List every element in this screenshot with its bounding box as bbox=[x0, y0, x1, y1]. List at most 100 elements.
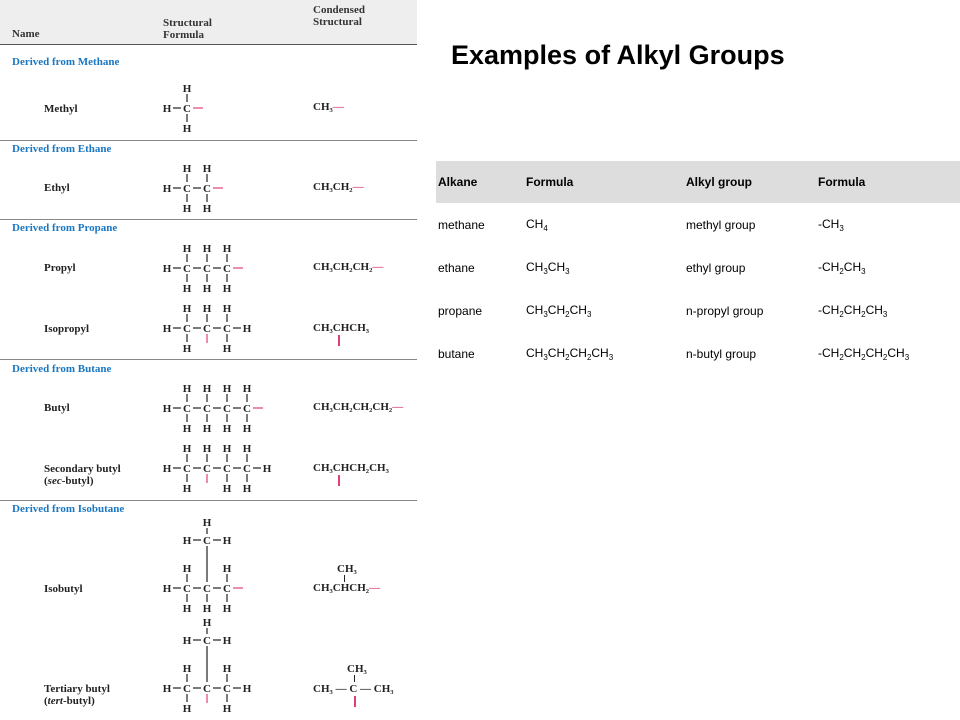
divider bbox=[0, 219, 417, 220]
carbon-atom: C bbox=[223, 463, 231, 475]
name-butyl: Butyl bbox=[44, 402, 70, 414]
alkane-formula: CH3CH3 bbox=[526, 259, 570, 276]
carbon-atom: C bbox=[203, 323, 211, 335]
hydrogen-atom: H bbox=[223, 703, 232, 715]
hydrogen-atom: H bbox=[183, 163, 192, 175]
header-structural-2: Formula bbox=[163, 29, 204, 41]
hydrogen-atom: H bbox=[203, 603, 212, 615]
hydrogen-atom: H bbox=[203, 423, 212, 435]
carbon-atom: C bbox=[183, 183, 191, 195]
condensed-tert-butyl-branch: CH₃ bbox=[347, 663, 367, 675]
carbon-atom: C bbox=[203, 463, 211, 475]
hydrogen-atom: H bbox=[203, 517, 212, 529]
hydrogen-atom: H bbox=[163, 183, 172, 195]
alkane-name: ethane bbox=[438, 260, 475, 275]
hydrogen-atom: H bbox=[243, 443, 252, 455]
hydrogen-atom: H bbox=[203, 163, 212, 175]
attachment-bond bbox=[338, 335, 340, 346]
alkyl-group-formula: -CH3 bbox=[818, 216, 844, 233]
hydrogen-atom: H bbox=[263, 463, 272, 475]
column-header-group-formula: Formula bbox=[818, 161, 960, 203]
carbon-atom: C bbox=[183, 583, 191, 595]
header-condensed-2: Structural bbox=[313, 16, 362, 28]
condensed-sec-butyl: CH₃CHCH₂CH₃ bbox=[313, 462, 389, 474]
carbon-atom: C bbox=[243, 403, 251, 415]
hydrogen-atom: H bbox=[183, 443, 192, 455]
carbon-atom: C bbox=[203, 403, 211, 415]
carbon-atom: C bbox=[203, 535, 211, 547]
column-header-alkane: Alkane bbox=[436, 161, 526, 203]
table-row: propane CH3CH2CH3 n-propyl group -CH2CH2… bbox=[436, 289, 960, 332]
alkyl-groups-table: Alkane Formula Alkyl group Formula metha… bbox=[436, 161, 960, 375]
hydrogen-atom: H bbox=[203, 617, 212, 629]
carbon-atom: C bbox=[203, 683, 211, 695]
section-isobutane: Derived from Isobutane bbox=[12, 503, 125, 515]
table-row: butane CH3CH2CH2CH3 n-butyl group -CH2CH… bbox=[436, 332, 960, 375]
hydrogen-atom: H bbox=[203, 243, 212, 255]
carbon-atom: C bbox=[223, 323, 231, 335]
alkyl-group-name: methyl group bbox=[686, 217, 756, 232]
hydrogen-atom: H bbox=[183, 243, 192, 255]
carbon-atom: C bbox=[223, 403, 231, 415]
alkane-name: methane bbox=[438, 217, 485, 232]
alkyl-group-formula: -CH2CH3 bbox=[818, 259, 866, 276]
name-ethyl: Ethyl bbox=[44, 182, 70, 194]
hydrogen-atom: H bbox=[223, 603, 232, 615]
carbon-atom: C bbox=[223, 683, 231, 695]
carbon-atom: C bbox=[183, 683, 191, 695]
name-methyl: Methyl bbox=[44, 103, 78, 115]
hydrogen-atom: H bbox=[183, 663, 192, 675]
hydrogen-atom: H bbox=[163, 263, 172, 275]
hydrogen-atom: H bbox=[163, 103, 172, 115]
carbon-atom: C bbox=[183, 403, 191, 415]
alkane-name: butane bbox=[438, 346, 475, 361]
column-header-alkyl-group: Alkyl group bbox=[686, 161, 818, 203]
header-condensed-1: Condensed bbox=[313, 4, 365, 16]
hydrogen-atom: H bbox=[183, 563, 192, 575]
hydrogen-atom: H bbox=[223, 663, 232, 675]
hydrogen-atom: H bbox=[183, 123, 192, 135]
hydrogen-atom: H bbox=[163, 323, 172, 335]
hydrogen-atom: H bbox=[163, 583, 172, 595]
hydrogen-atom: H bbox=[223, 343, 232, 355]
header-structural-1: Structural bbox=[163, 17, 212, 29]
table-header-row: Alkane Formula Alkyl group Formula bbox=[436, 161, 960, 203]
hydrogen-atom: H bbox=[203, 283, 212, 295]
condensed-isopropyl: CH₃CHCH₃ bbox=[313, 322, 370, 334]
hydrogen-atom: H bbox=[223, 303, 232, 315]
column-header-formula: Formula bbox=[526, 161, 686, 203]
divider bbox=[0, 500, 417, 501]
condensed-butyl: CH₃CH₂CH₂CH₂— bbox=[313, 401, 404, 413]
hydrogen-atom: H bbox=[203, 383, 212, 395]
section-methane: Derived from Methane bbox=[12, 56, 120, 68]
hydrogen-atom: H bbox=[243, 323, 252, 335]
carbon-atom: C bbox=[203, 635, 211, 647]
condensed-propyl: CH₃CH₂CH₂— bbox=[313, 261, 384, 273]
hydrogen-atom: H bbox=[183, 303, 192, 315]
alkyl-group-name: n-butyl group bbox=[686, 346, 757, 361]
condensed-tert-butyl: CH₃ — C — CH₃ bbox=[313, 683, 394, 695]
hydrogen-atom: H bbox=[203, 203, 212, 215]
hydrogen-atom: H bbox=[223, 423, 232, 435]
branch-bond bbox=[354, 675, 355, 682]
attachment-bond bbox=[338, 475, 340, 486]
hydrogen-atom: H bbox=[243, 383, 252, 395]
alkyl-group-formula: -CH2CH2CH2CH3 bbox=[818, 345, 910, 362]
hydrogen-atom: H bbox=[223, 243, 232, 255]
hydrogen-atom: H bbox=[183, 343, 192, 355]
hydrogen-atom: H bbox=[223, 383, 232, 395]
attachment-bond bbox=[354, 696, 356, 707]
name-propyl: Propyl bbox=[44, 262, 76, 274]
alkyl-groups-figure: Name Structural Formula Condensed Struct… bbox=[0, 0, 417, 720]
name-isobutyl: Isobutyl bbox=[44, 583, 83, 595]
hydrogen-atom: H bbox=[223, 635, 232, 647]
hydrogen-atom: H bbox=[203, 303, 212, 315]
hydrogen-atom: H bbox=[163, 463, 172, 475]
name-tert-butyl: Tertiary butyl (tert-butyl) bbox=[44, 683, 110, 707]
hydrogen-atom: H bbox=[183, 203, 192, 215]
table-row: ethane CH3CH3 ethyl group -CH2CH3 bbox=[436, 246, 960, 289]
carbon-atom: C bbox=[243, 463, 251, 475]
hydrogen-atom: H bbox=[163, 403, 172, 415]
hydrogen-atom: H bbox=[203, 443, 212, 455]
section-butane: Derived from Butane bbox=[12, 363, 112, 375]
